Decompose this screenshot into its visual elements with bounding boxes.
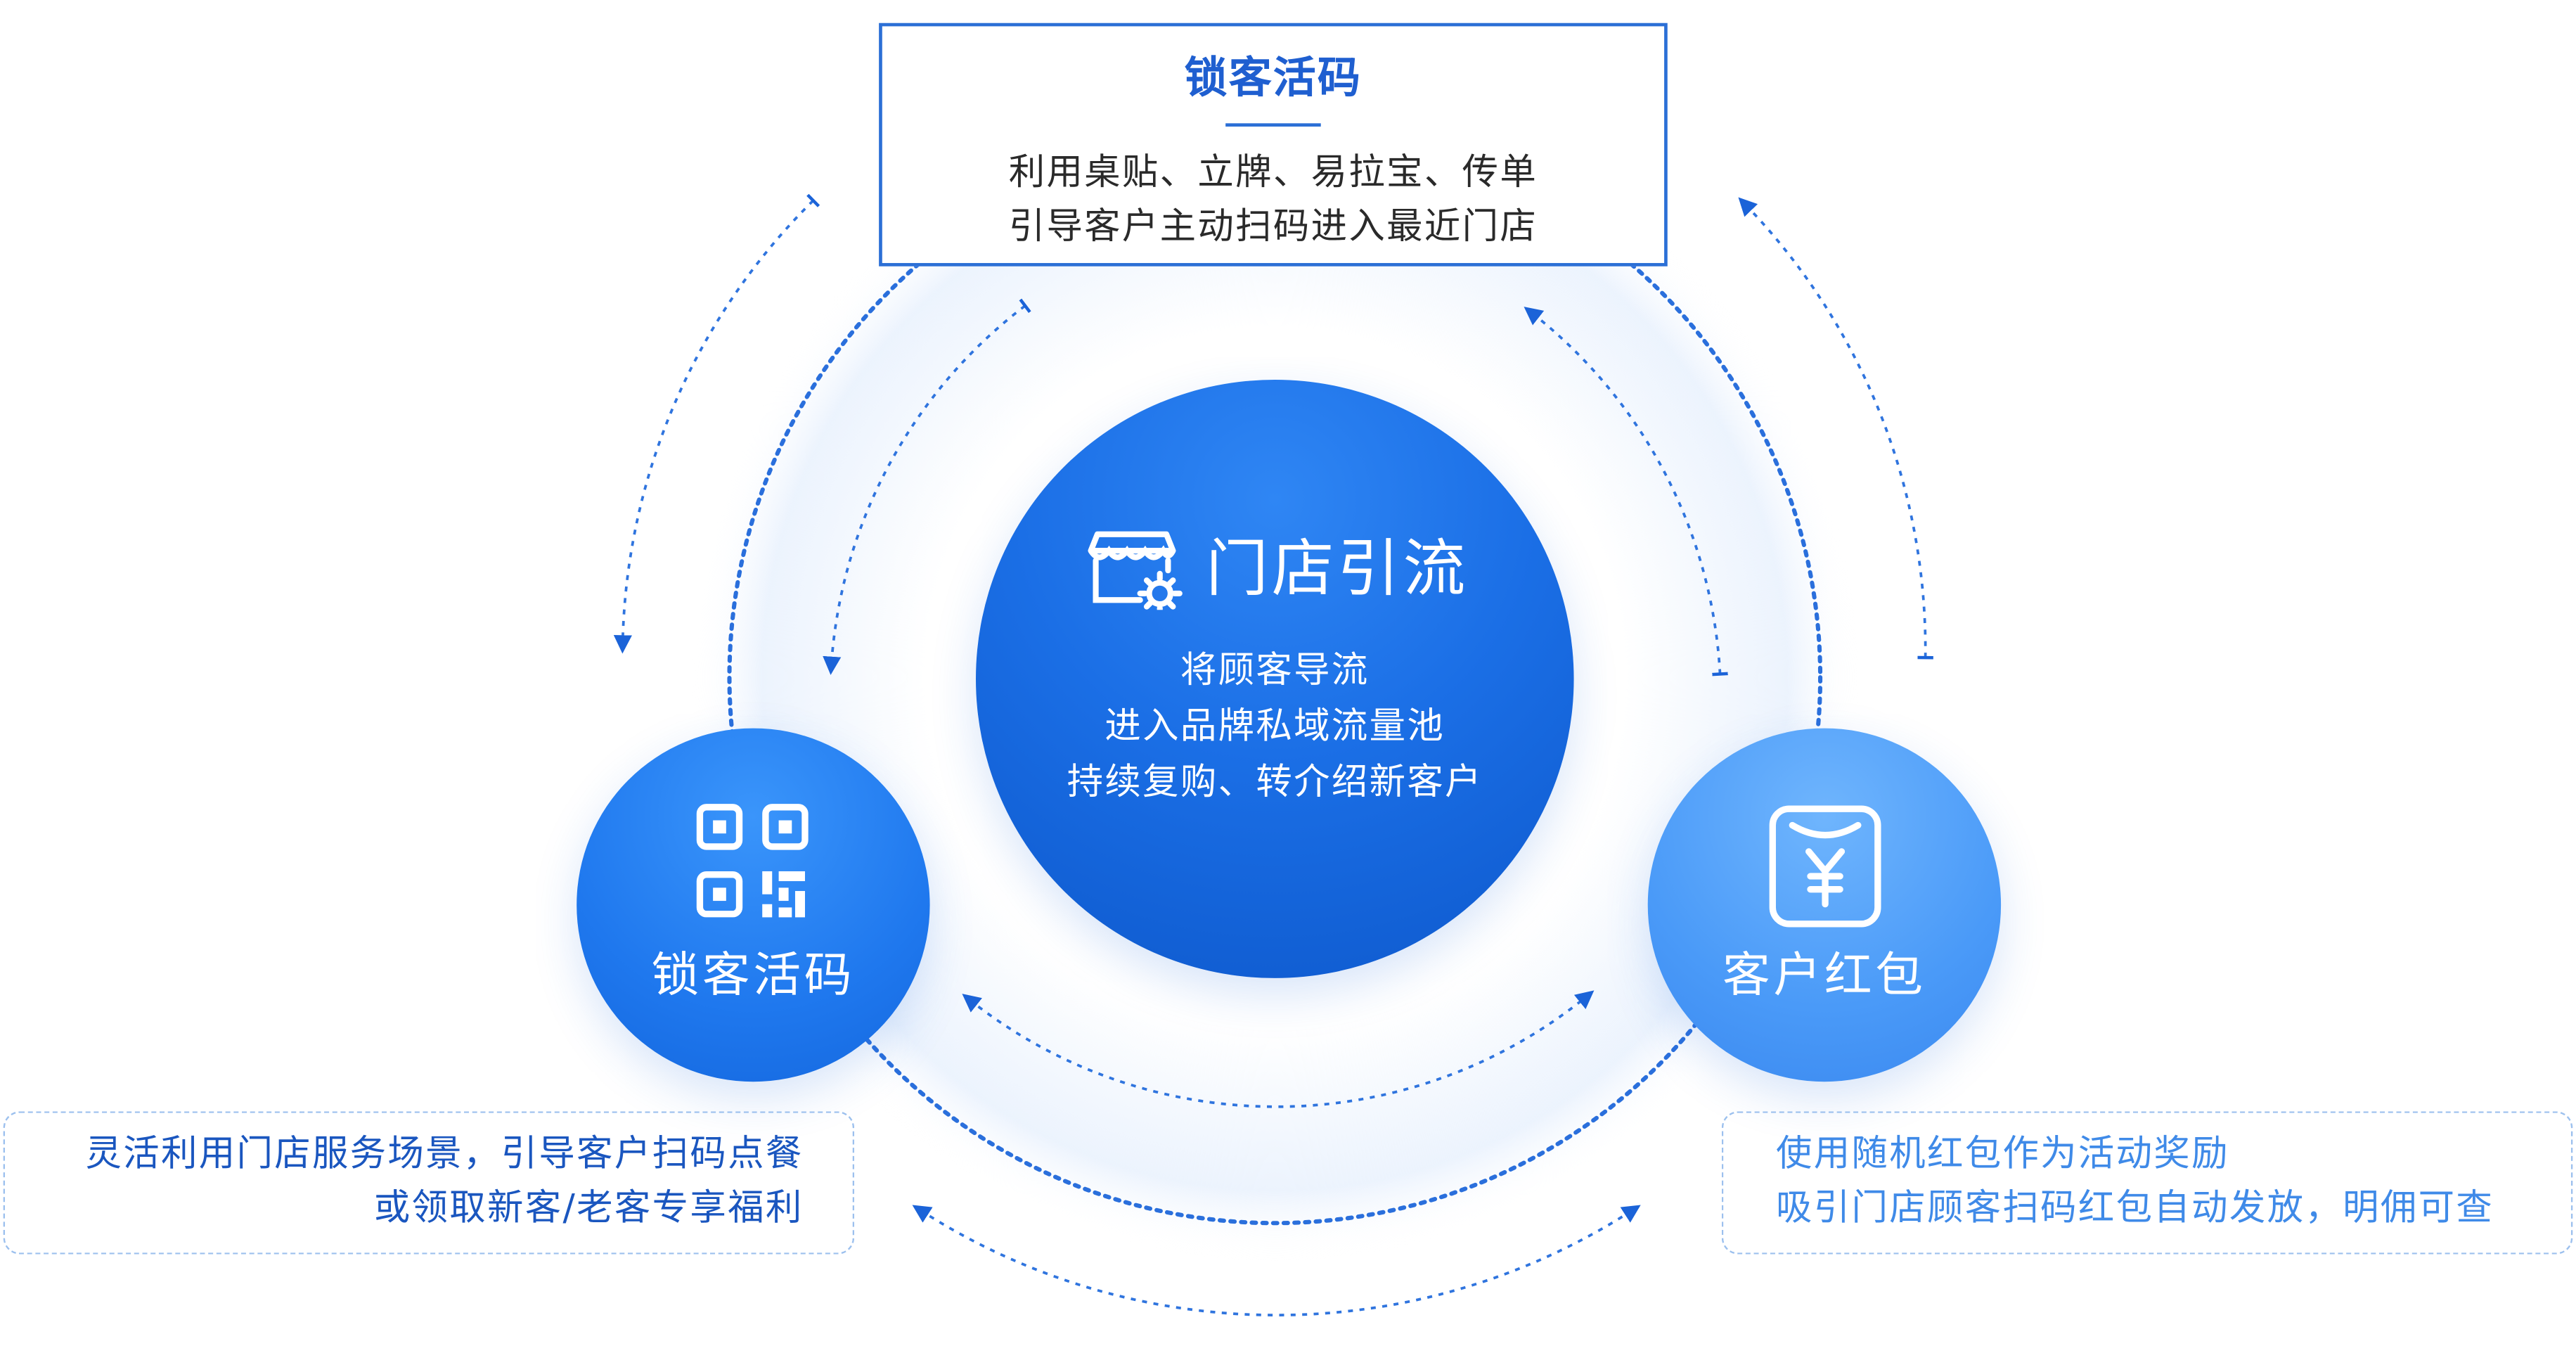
center-title: 门店引流 xyxy=(1206,532,1469,605)
inner-right-arc xyxy=(1524,307,1728,676)
top-box-line: 引导客户主动扫码进入最近门店 xyxy=(1008,207,1538,248)
right-desc-line: 使用随机红包作为活动奖励 xyxy=(1775,1134,2229,1176)
qr-code-icon xyxy=(696,804,809,918)
center-node: 门店引流 将顾客导流 进入品牌私域流量池 持续复购、转介绍新客户 xyxy=(975,380,1574,978)
top-box: 锁客活码 利用桌贴、立牌、易拉宝、传单 引导客户主动扫码进入最近门店 xyxy=(879,23,1668,267)
top-box-line: 利用桌贴、立牌、易拉宝、传单 xyxy=(1008,153,1538,194)
store-gear-icon xyxy=(1088,531,1183,610)
left-node-label: 锁客活码 xyxy=(651,947,856,1003)
title-divider xyxy=(1225,123,1321,127)
center-line: 持续复购、转介绍新客户 xyxy=(1067,762,1483,804)
left-desc-line: 或领取新客/老客专享福利 xyxy=(373,1188,804,1230)
outer-left-arc xyxy=(613,193,820,654)
inner-left-arc xyxy=(823,298,1031,675)
right-description: 使用随机红包作为活动奖励 吸引门店顾客扫码红包自动发放，明佣可查 xyxy=(1721,1111,2573,1255)
left-desc-line: 灵活利用门店服务场景，引导客户扫码点餐 xyxy=(85,1134,804,1176)
left-description: 灵活利用门店服务场景，引导客户扫码点餐 或领取新客/老客专享福利 xyxy=(3,1111,855,1255)
red-envelope-yuan-icon xyxy=(1769,805,1881,928)
right-node: 客户红包 xyxy=(1647,728,2002,1082)
center-line: 将顾客导流 xyxy=(1180,650,1370,693)
right-node-label: 客户红包 xyxy=(1722,947,1926,1003)
left-node: 锁客活码 xyxy=(577,728,930,1082)
center-line: 进入品牌私域流量池 xyxy=(1105,707,1445,748)
bottom-inner-arc xyxy=(962,990,1595,1108)
top-box-title: 锁客活码 xyxy=(1184,54,1363,104)
right-desc-line: 吸引门店顾客扫码红包自动发放，明佣可查 xyxy=(1775,1188,2494,1230)
main-dotted-ring xyxy=(727,129,1823,1226)
outer-right-arc xyxy=(1738,197,1933,660)
